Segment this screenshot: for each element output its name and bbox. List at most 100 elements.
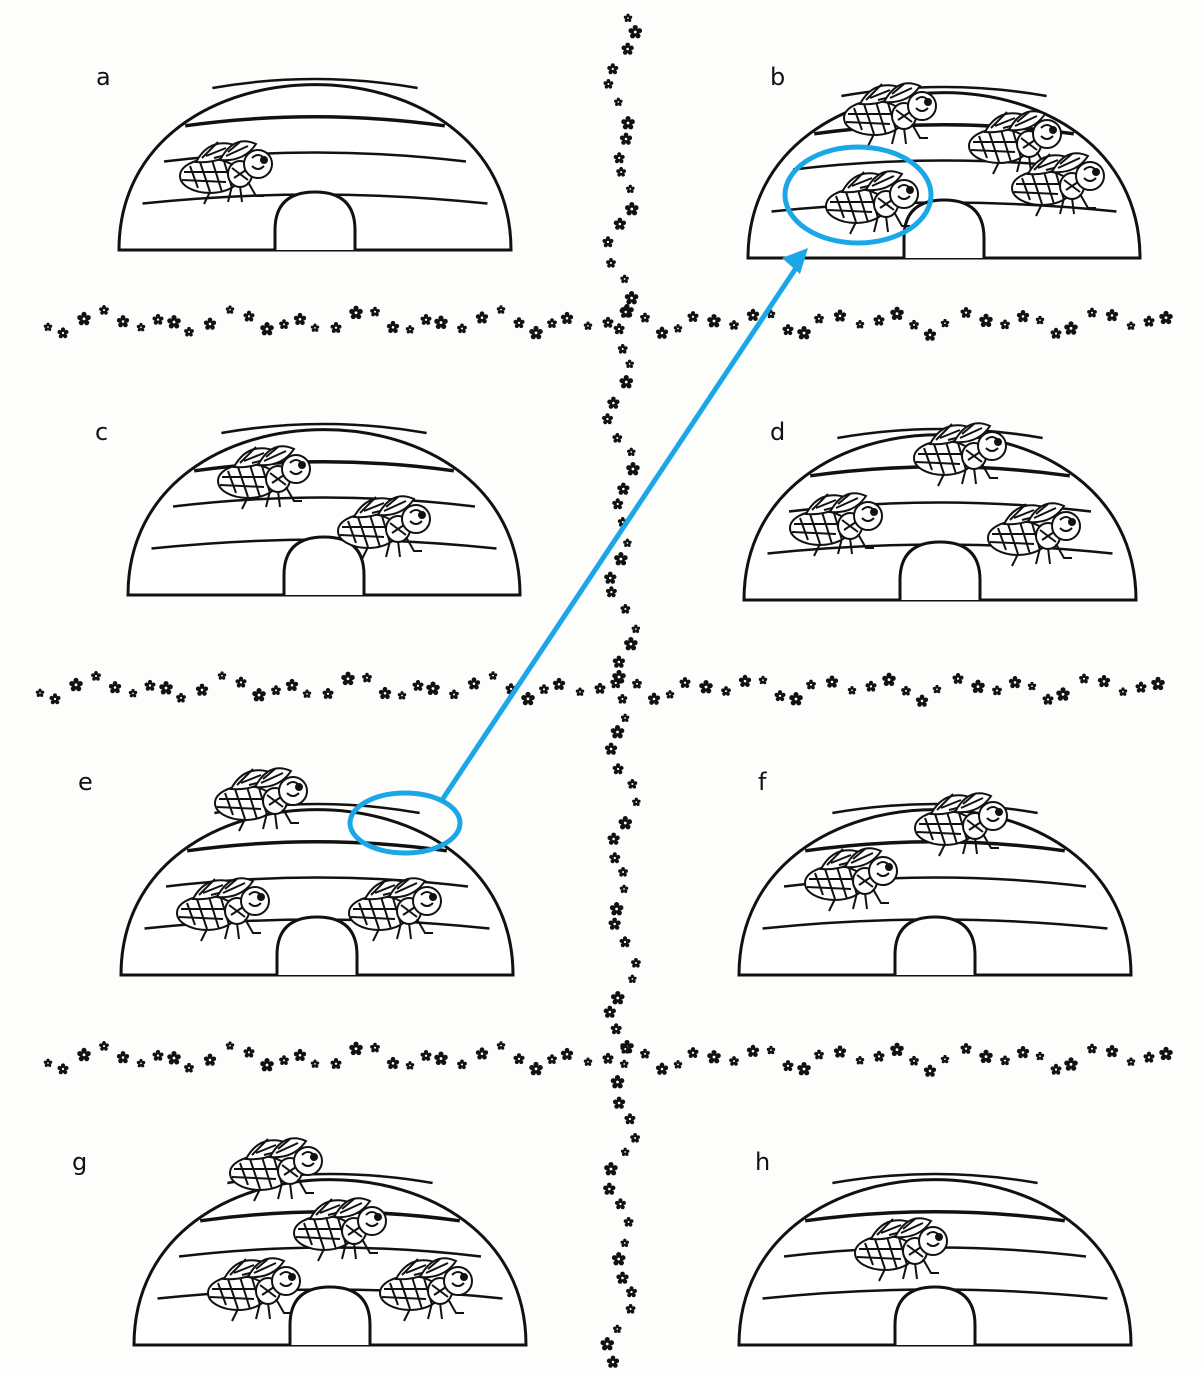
flower-dot [457, 323, 467, 333]
flower-dot [1143, 316, 1154, 327]
flower-dot [747, 1045, 759, 1057]
flower-dot [167, 315, 181, 328]
flower-dot [622, 43, 634, 55]
flower-dot [992, 686, 1002, 696]
flower-dot [620, 936, 631, 947]
panel-label-h: h [755, 1148, 770, 1176]
hive-panel-g: g [72, 1138, 526, 1345]
flower-dot [476, 1047, 488, 1059]
hive-panel-e: e [78, 768, 513, 975]
flower-dot [341, 672, 355, 685]
hive-panel-h: h [739, 1148, 1131, 1345]
flower-dot [167, 1051, 181, 1064]
flower-dot [1098, 675, 1110, 687]
flower-dot [286, 679, 298, 691]
flower-dot [687, 1047, 698, 1058]
flower-dot [856, 1056, 864, 1064]
flower-dot [640, 313, 650, 323]
flower-dot [426, 682, 440, 695]
flower-dot [497, 1041, 505, 1049]
panel-label-c: c [95, 418, 108, 446]
flower-dot [628, 975, 636, 983]
hive-entrance [290, 1287, 370, 1345]
flower-dot [607, 63, 618, 74]
flower-dot [129, 689, 137, 697]
flower-dot [468, 677, 480, 689]
flower-dot [608, 918, 620, 930]
flower-dot [387, 1057, 399, 1069]
flower-dot [632, 625, 640, 633]
flower-dot [243, 311, 254, 322]
flower-dot [621, 1148, 629, 1156]
flower-dot [406, 1061, 414, 1069]
hive-panel-a: a [96, 63, 511, 250]
flower-dot [625, 291, 639, 304]
flower-dot [398, 691, 406, 699]
flower-dot [370, 1043, 380, 1053]
flower-dot [370, 307, 380, 317]
flower-dot [434, 316, 448, 329]
flower-dot [941, 319, 949, 327]
flower-dot [971, 680, 985, 693]
flower-dot [144, 680, 155, 691]
flower-dot [252, 688, 266, 701]
panel-label-a: a [96, 63, 111, 91]
flower-dot [603, 1183, 615, 1195]
hive-grid: abcdefgh [72, 63, 1140, 1345]
flower-dot [848, 686, 856, 694]
flower-dot [36, 689, 44, 697]
flower-dot [137, 1059, 145, 1067]
flower-dot [576, 688, 584, 696]
flower-dot [826, 675, 838, 687]
flower-dot [604, 79, 614, 89]
flower-dot [379, 687, 391, 699]
flower-dot [529, 1062, 543, 1075]
flower-dot [606, 586, 617, 597]
flower-dot [614, 98, 622, 106]
flower-dot [924, 329, 936, 341]
flower-dot [457, 1059, 467, 1069]
flower-dot [196, 684, 208, 696]
flower-dot [152, 314, 163, 325]
flower-dot [960, 307, 971, 318]
flower-dot [618, 867, 628, 877]
flower-dot [941, 1055, 949, 1063]
flower-dot [226, 305, 234, 313]
flower-dot [626, 185, 634, 193]
flower-dot [449, 689, 459, 699]
flower-dot [311, 323, 319, 331]
flower-dot [553, 678, 565, 690]
flower-dot [873, 315, 884, 326]
flower-dot [960, 1043, 971, 1054]
flower-dot [1151, 677, 1165, 690]
flower-dot [890, 1043, 904, 1056]
flower-dot [614, 552, 628, 565]
flower-dot [294, 1049, 306, 1061]
flower-dot [1087, 308, 1097, 318]
flower-dot [57, 327, 68, 338]
flower-dot [797, 1062, 811, 1075]
flower-dot [612, 433, 622, 443]
flower-dot [774, 690, 785, 701]
flower-dot [782, 324, 793, 335]
flower-dot [626, 1286, 637, 1297]
flower-dot [279, 319, 289, 329]
flower-dot [1064, 1057, 1078, 1070]
flower-dot [621, 1239, 629, 1247]
flower-dot [602, 236, 613, 247]
flower-dot [924, 1065, 936, 1077]
flower-dot [584, 1058, 592, 1066]
flower-dot [626, 462, 640, 475]
flower-dot [539, 684, 549, 694]
flower-dot [604, 1162, 618, 1175]
panel-label-e: e [78, 768, 93, 796]
flower-dot [617, 483, 629, 495]
flower-dot [620, 275, 628, 283]
flower-dot [747, 309, 759, 321]
flower-dot [497, 305, 505, 313]
flower-dot [235, 677, 246, 688]
hive-panel-f: f [739, 768, 1131, 975]
flower-dot [782, 1060, 793, 1071]
flower-dot [602, 1053, 613, 1064]
flower-dot [624, 1217, 634, 1227]
